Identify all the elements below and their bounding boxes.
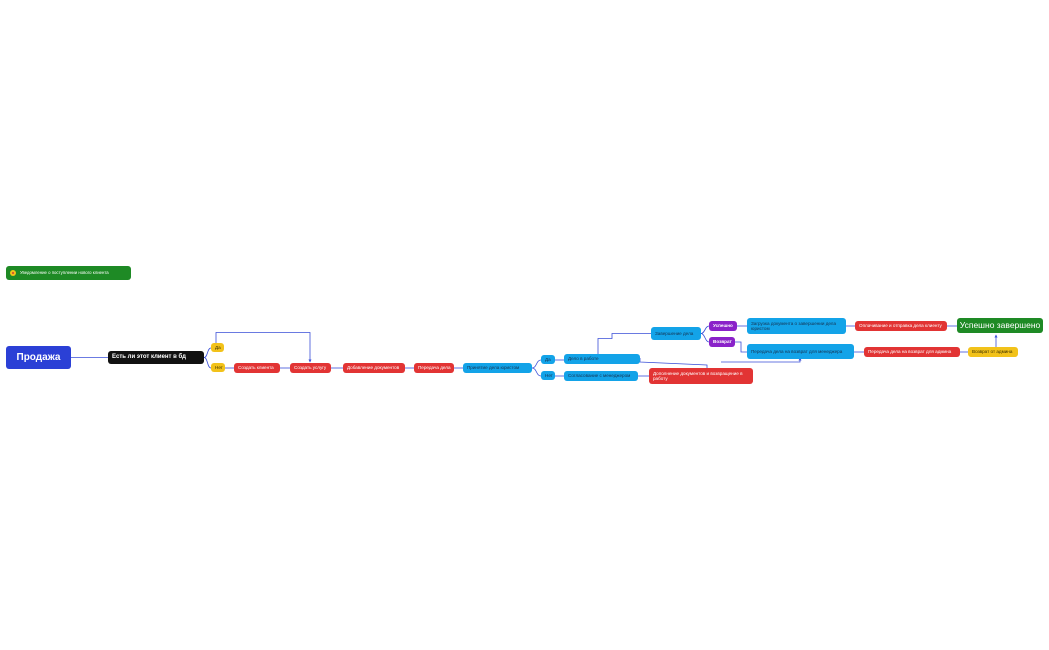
link-lawyer-yes [531,359,542,369]
lawyer-answer-no[interactable]: Нет [541,371,555,380]
link-return-manager [735,341,747,353]
link-question-yes [203,347,212,358]
link-question-no [203,357,212,369]
payment-and-send-node[interactable]: Оплачивание и отправка дела клиенту [855,321,947,331]
case-completion-node[interactable]: Завершение дела [651,327,701,340]
notification-icon [10,270,16,276]
answer-yes[interactable]: Да [211,343,224,352]
add-documents-node[interactable]: Добавление документов [343,363,405,373]
link-lawyer-no [531,367,542,377]
upload-document-node[interactable]: Загрузка документа о завершении дела юри… [747,318,846,334]
return-to-manager-node[interactable]: Передача дела на возврат для менеджера [747,344,854,359]
link-completion-return [700,333,710,343]
lawyer-answer-yes[interactable]: Да [541,355,555,364]
create-client-node[interactable]: Создать клиента [234,363,280,373]
question-client-in-db[interactable]: Есть ли этот клиент в бд [108,351,204,364]
link-yes-create-service [215,332,312,363]
link-completion-success [700,325,710,334]
admin-return-node[interactable]: Возврат от админа [968,347,1018,357]
outcome-success-node[interactable]: Успешно [709,321,737,331]
notification-label: Уведомление о поступлении нового клиента [20,269,109,275]
success-final-node[interactable]: Успешно завершено [957,318,1043,333]
new-client-notification[interactable]: Уведомление о поступлении нового клиента [6,266,131,280]
outcome-return-node[interactable]: Возврат [709,337,735,347]
link-progress-completion [597,333,651,354]
return-to-admin-node[interactable]: Передача дела на возврат для админа [864,347,960,357]
case-in-progress-node[interactable]: Дело в работе [564,354,640,364]
transfer-case-node[interactable]: Передача дела [414,363,454,373]
link-return-to-manager-arrow [721,357,802,363]
link-supplement-progress [639,358,708,370]
create-service-node[interactable]: Создать услугу [290,363,331,373]
root-node-sale[interactable]: Продажа [6,346,71,369]
answer-no[interactable]: Нет [211,363,225,372]
manager-approval-node[interactable]: Согласование с менеджером [564,371,638,381]
supplement-documents-node[interactable]: Дополнение документов и возвращение в ра… [649,368,753,384]
lawyer-acceptance-node[interactable]: Принятие дела юристом [463,363,532,373]
